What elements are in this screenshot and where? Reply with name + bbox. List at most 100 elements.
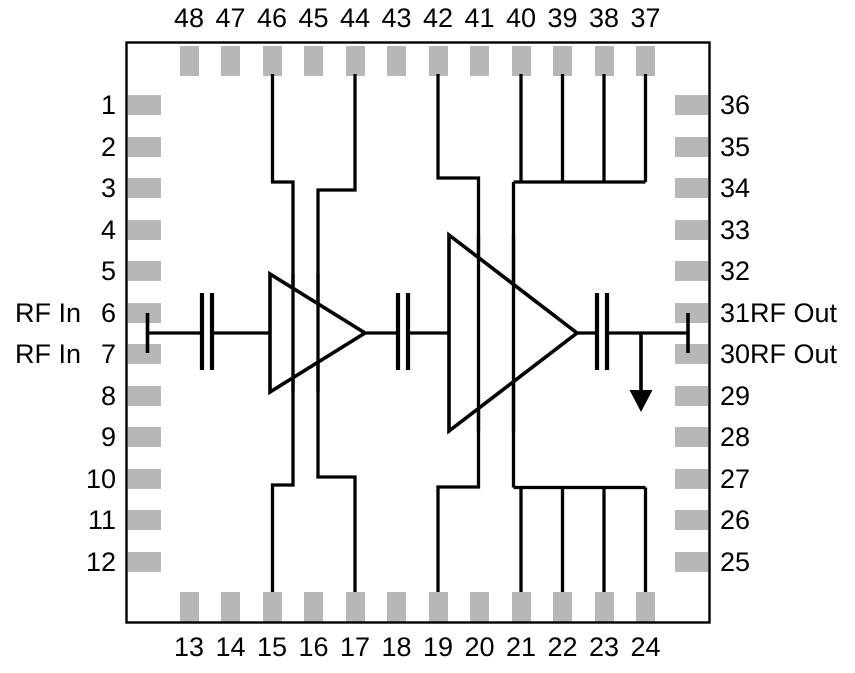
pin-number-1: 1	[100, 90, 116, 120]
pin-pad-4	[128, 219, 161, 240]
rf-in-label-pin-6: RF In	[15, 297, 82, 328]
wire-bottom-bus-pins-21-24	[513, 485, 648, 592]
pin-pad-33	[675, 219, 708, 240]
pin-pad-35	[675, 136, 708, 157]
pin-number-34: 34	[720, 173, 751, 203]
pin-pad-2	[128, 136, 161, 157]
pin-pad-40	[511, 46, 531, 76]
pin-number-4: 4	[100, 214, 116, 245]
pin-number-9: 9	[100, 422, 116, 452]
pin-pad-3	[128, 178, 161, 198]
pin-pad-16	[304, 592, 323, 622]
pin-pad-13	[179, 592, 199, 622]
pin-pad-27	[675, 468, 708, 489]
pin-number-11: 11	[87, 505, 116, 535]
pin-number-15: 15	[256, 632, 288, 662]
pin-number-22: 22	[547, 632, 578, 662]
rf-out-label-pin-30: RF Out	[750, 339, 838, 369]
pin-pad-28	[675, 427, 708, 447]
pin-pad-7	[128, 344, 161, 364]
pin-number-21: 21	[505, 632, 537, 662]
pin-pad-19	[428, 592, 448, 622]
ground-arrow-icon	[629, 390, 653, 412]
pin-pad-12	[128, 551, 161, 572]
pin-pad-38	[594, 46, 614, 76]
pin-pad-42	[428, 46, 448, 76]
pin-pad-8	[128, 385, 161, 406]
pin-number-28: 28	[720, 422, 751, 452]
pin-pad-48	[179, 46, 199, 76]
pin-pad-30	[675, 344, 708, 364]
pin-pad-34	[675, 178, 708, 198]
pin-pad-17	[345, 592, 365, 622]
rf-in-label-pin-7: RF In	[15, 339, 82, 369]
pin-number-46: 46	[256, 3, 288, 33]
pin-number-44: 44	[339, 3, 371, 33]
pin-pad-36	[675, 95, 708, 115]
pin-pad-23	[594, 592, 614, 622]
pin-pad-41	[470, 46, 489, 76]
pin-number-6: 6	[100, 297, 116, 328]
pin-number-48: 48	[173, 3, 205, 33]
input-coupling-capacitor	[199, 293, 215, 370]
pin-number-42: 42	[422, 3, 454, 33]
pin-number-38: 38	[588, 3, 620, 33]
pin-number-35: 35	[720, 131, 751, 162]
pin-number-8: 8	[100, 380, 116, 411]
pin-number-12: 12	[85, 546, 116, 577]
pin-number-10: 10	[85, 463, 116, 494]
pin-number-2: 2	[100, 131, 116, 162]
pin-pad-14	[221, 592, 240, 622]
pin-pad-5	[128, 261, 161, 281]
pin-number-24: 24	[630, 632, 661, 662]
wire-top-bus-pins-40-37	[513, 74, 648, 184]
pin-number-43: 43	[381, 3, 412, 33]
pin-number-26: 26	[720, 505, 751, 535]
pin-pad-9	[128, 427, 161, 447]
pin-pad-6	[128, 302, 161, 323]
pin-pad-25	[675, 551, 708, 572]
pin-number-47: 47	[215, 3, 246, 33]
pin-number-40: 40	[505, 3, 537, 33]
pin-number-41: 41	[464, 3, 495, 33]
pin-number-33: 33	[720, 214, 751, 245]
interstage-coupling-capacitor	[395, 293, 411, 370]
pin-pad-22	[553, 592, 572, 622]
pin-number-19: 19	[422, 632, 454, 662]
wire-through-stage1	[291, 274, 320, 392]
pin-pad-47	[221, 46, 240, 76]
package-outline	[125, 41, 711, 624]
wire-through-stage2	[476, 235, 516, 431]
pin-number-5: 5	[100, 256, 116, 286]
pin-number-39: 39	[547, 3, 578, 33]
pin-number-27: 27	[720, 463, 751, 494]
pin-pad-46	[262, 46, 282, 76]
pin-pad-37	[636, 46, 655, 76]
pin-number-14: 14	[215, 632, 246, 662]
pin-pad-32	[675, 261, 708, 281]
pin-number-13: 13	[173, 632, 205, 662]
pin-number-3: 3	[100, 173, 116, 203]
pin-pad-21	[511, 592, 531, 622]
pin-number-18: 18	[381, 632, 412, 662]
pin-number-37: 37	[630, 3, 661, 33]
pin-pad-44	[345, 46, 365, 76]
pin-pad-26	[675, 510, 708, 530]
pin-number-45: 45	[298, 3, 329, 33]
pin-number-25: 25	[720, 546, 751, 577]
rf-out-label-pin-31: RF Out	[750, 297, 838, 328]
pin-pad-45	[304, 46, 323, 76]
pin-pad-20	[470, 592, 489, 622]
pin-number-23: 23	[588, 632, 620, 662]
pin-number-30: 30	[720, 339, 751, 369]
pin-number-31: 31	[720, 297, 751, 328]
pin-pad-18	[387, 592, 406, 622]
pin-pad-10	[128, 468, 161, 489]
pin-pad-24	[636, 592, 655, 622]
pin-pad-29	[675, 385, 708, 406]
pin-pad-43	[387, 46, 406, 76]
pin-number-29: 29	[720, 380, 751, 411]
